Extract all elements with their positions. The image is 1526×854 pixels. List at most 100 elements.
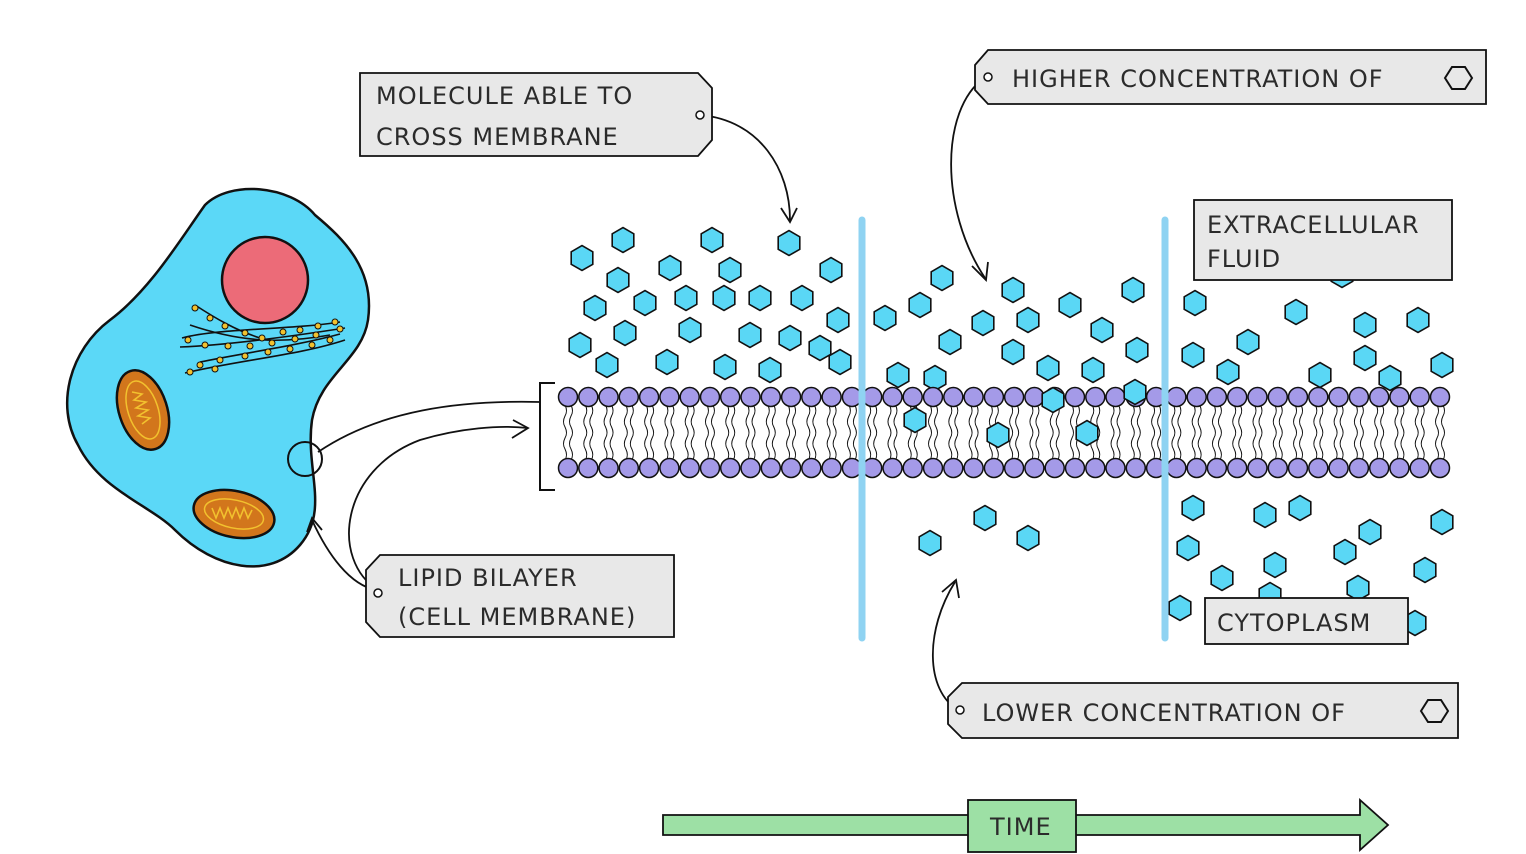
phospholipid-head — [1186, 457, 1207, 479]
lipid-tail — [1015, 404, 1020, 461]
phospholipid-head — [1206, 457, 1228, 479]
phospholipid-head — [1328, 386, 1349, 408]
molecule-hexagon — [1181, 341, 1205, 369]
lipid-tail — [968, 404, 973, 461]
phospholipid-head — [1348, 457, 1370, 479]
lipid-tail — [1252, 404, 1257, 461]
lipid-tail — [893, 404, 898, 461]
molecules-extracellular — [568, 226, 1454, 392]
molecule-hexagon — [1430, 351, 1454, 379]
lipid-tail — [664, 404, 669, 461]
phospholipid-head — [943, 457, 964, 479]
phospholipid-head — [902, 457, 923, 479]
lipid-tail — [786, 404, 791, 461]
phospholipid-head — [1429, 386, 1451, 408]
phospholipid-head — [1206, 386, 1228, 408]
phospholipid-head — [1064, 386, 1086, 408]
lipid-tail — [609, 404, 614, 461]
nucleus — [220, 235, 310, 325]
molecule-hexagon — [908, 291, 932, 319]
lipid-tail — [771, 404, 776, 461]
molecule-hexagon — [826, 306, 850, 334]
phospholipid-head — [1003, 386, 1025, 408]
lipid-tail — [629, 404, 634, 461]
molecule-hexagon — [568, 331, 592, 359]
molecule-hexagon — [1288, 494, 1312, 522]
phospholipid-head — [578, 457, 599, 479]
phospholipid-head — [740, 457, 761, 479]
molecule-hexagon — [1168, 594, 1192, 622]
phospholipid-head — [902, 386, 923, 408]
label-molecule-line2: CROSS MEMBRANE — [376, 123, 619, 151]
phospholipid-head — [1308, 386, 1329, 408]
phospholipid-head — [1267, 457, 1289, 479]
molecule-hexagon — [886, 361, 910, 389]
molecule-hexagon — [712, 284, 736, 312]
lipid-tail — [1238, 404, 1243, 461]
mitochondrion-1 — [115, 369, 171, 451]
phospholipid-head — [1226, 457, 1248, 479]
phospholipid-head — [719, 457, 741, 479]
lipid-tail — [583, 404, 588, 461]
phospholipid-head — [801, 386, 822, 408]
molecule-hexagon — [819, 256, 843, 284]
lipid-tail — [846, 404, 851, 461]
lipid-tail — [1313, 404, 1318, 461]
label-lower-text: LOWER CONCENTRATION OF — [982, 699, 1346, 727]
lipid-tail — [1414, 404, 1419, 461]
label-higher-concentration: HIGHER CONCENTRATION OF — [974, 49, 1487, 105]
phospholipid-head — [1429, 457, 1451, 479]
lipid-tail — [589, 404, 594, 461]
lipid-tail — [765, 404, 770, 461]
phospholipid-head — [963, 457, 984, 479]
label-molecule: MOLECULE ABLE TO CROSS MEMBRANE — [359, 72, 713, 157]
molecule-hexagon — [1333, 538, 1357, 566]
lipid-tail — [1171, 404, 1176, 461]
lipid-tail — [812, 404, 817, 461]
label-lower-concentration: LOWER CONCENTRATION OF — [947, 682, 1459, 739]
lipid-tail — [690, 404, 695, 461]
lipid-tail — [1197, 404, 1202, 461]
molecule-hexagon — [930, 264, 954, 292]
lipid-tail — [563, 404, 567, 461]
lipid-tail — [1217, 404, 1222, 461]
phospholipid-head — [1368, 457, 1390, 479]
lipid-tail — [1136, 404, 1141, 461]
lipid-tail — [725, 404, 730, 461]
molecule-hexagon — [1058, 291, 1082, 319]
lipid-tail — [603, 404, 608, 461]
lipid-tail — [1177, 404, 1182, 461]
label-lipid-line1: LIPID BILAYER — [398, 564, 578, 592]
hexagon-icon — [1419, 699, 1450, 723]
connector-arrows — [306, 77, 989, 711]
lipid-tail — [887, 404, 892, 461]
lipid-tail — [1055, 404, 1060, 461]
lipid-tail — [684, 404, 689, 461]
lipid-tail — [1258, 404, 1263, 461]
molecule-hexagon — [873, 304, 897, 332]
time-arrow: TIME — [662, 797, 1390, 853]
molecule-hexagon — [1358, 518, 1382, 546]
lipid-tail — [1110, 404, 1115, 461]
label-lipid-bilayer: LIPID BILAYER (CELL MEMBRANE) — [365, 554, 675, 638]
phospholipid-head — [1085, 386, 1106, 408]
molecule-hexagon — [738, 321, 762, 349]
lipid-tail — [948, 404, 953, 461]
lipid-tail — [1232, 404, 1237, 461]
phospholipid-head — [780, 386, 802, 408]
phospholipid-head — [679, 386, 700, 408]
phospholipid-head — [1105, 386, 1126, 408]
lipid-tail — [806, 404, 811, 461]
phospholipid-head — [1328, 457, 1349, 479]
molecule-hexagon — [1183, 289, 1207, 317]
lipid-tail — [704, 404, 709, 461]
molecule-hexagon — [633, 289, 657, 317]
molecule-hexagon — [938, 328, 962, 356]
phospholipid-head — [1287, 457, 1309, 479]
lipid-tail — [1293, 404, 1298, 461]
phospholipid-head — [780, 457, 802, 479]
phospholipid-head — [1166, 457, 1187, 479]
molecule-hexagon — [777, 229, 801, 257]
phospholipid-head — [1024, 457, 1045, 479]
lipid-tail — [1374, 404, 1379, 461]
